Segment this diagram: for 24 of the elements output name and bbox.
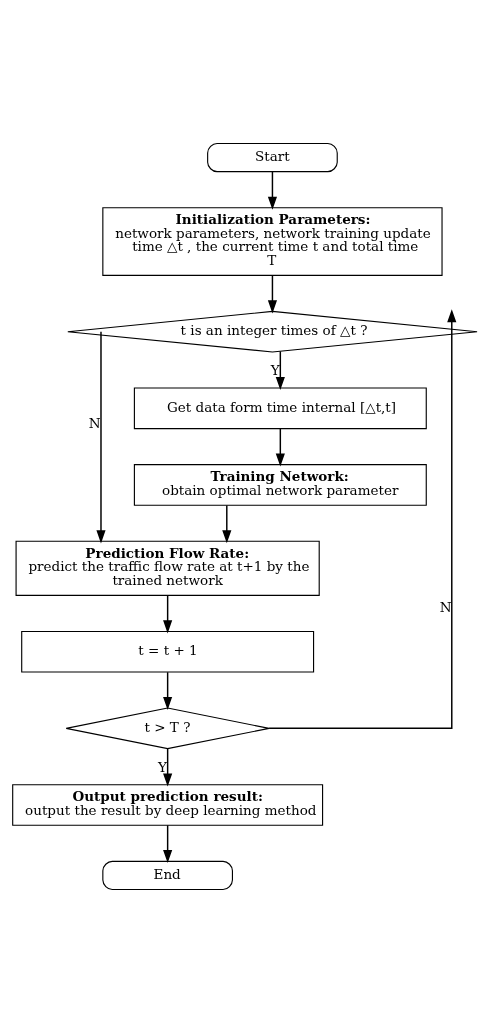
arrow (222, 504, 232, 543)
arrow (96, 330, 106, 543)
arrow (163, 671, 173, 710)
edge-label: N (439, 598, 452, 615)
arrow (268, 308, 457, 729)
node-box: Start (207, 142, 338, 172)
node-box: Initialization Parameters: network parameters, network training update time △t , the current time t and total time T (102, 206, 443, 276)
arrow (163, 824, 173, 863)
arrow (275, 350, 285, 390)
arrow (163, 747, 173, 787)
arrow (267, 170, 277, 210)
edge-label: Y (158, 758, 168, 775)
node-box: Get data form time internal [△t,t] (133, 386, 427, 429)
arrow (267, 274, 277, 313)
edge-label: N (88, 414, 101, 431)
node-box: t = t + 1 (21, 630, 315, 673)
node-box: End (102, 860, 233, 890)
arrow (275, 427, 285, 467)
edge-label: Y (270, 361, 280, 378)
node-box: Prediction Flow Rate: predict the traffic flow rate at t+1 by the trained network (15, 540, 320, 596)
arrow (163, 594, 173, 633)
node-diamond: t > T ? (65, 707, 270, 749)
node-box: Training Network: obtain optimal network parameter (133, 463, 427, 506)
node-box: Output prediction result: output the result by deep learning method (12, 783, 324, 826)
